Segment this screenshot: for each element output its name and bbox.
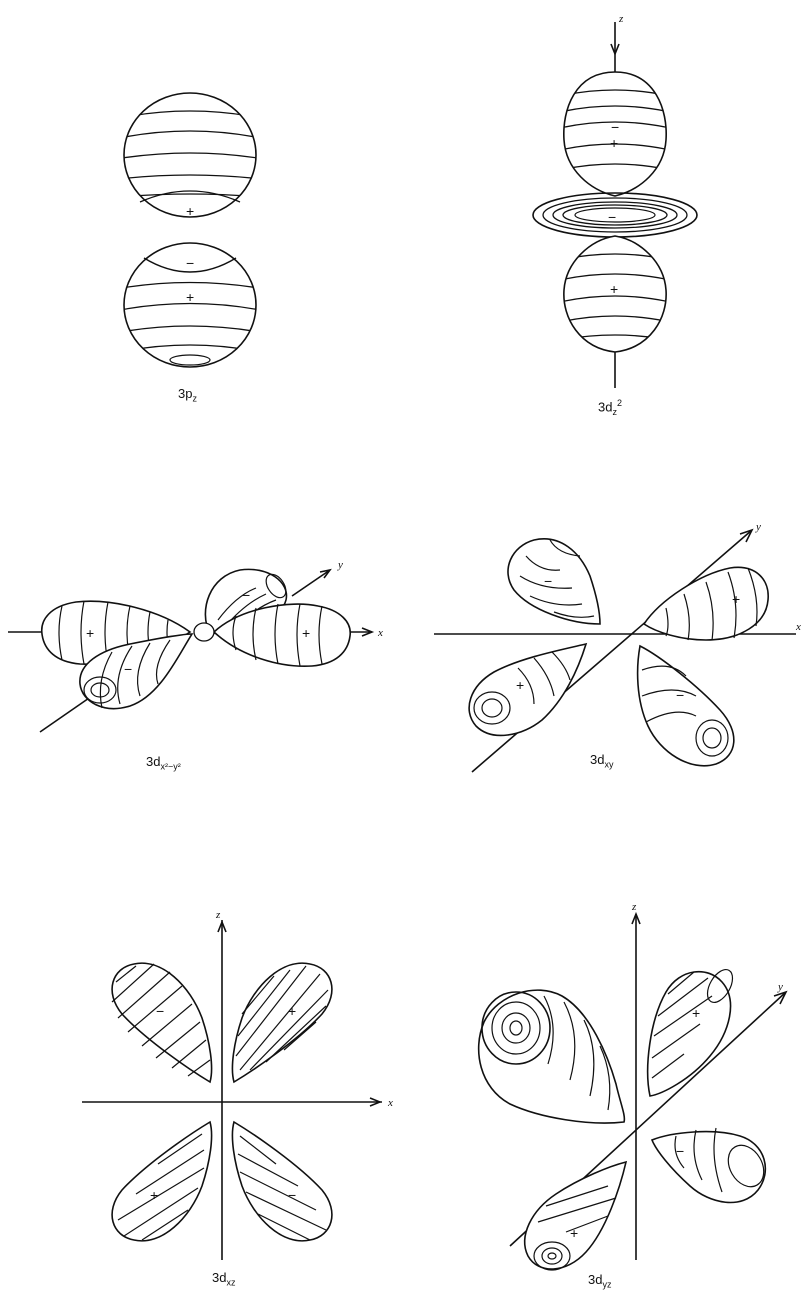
3dyz-large-lobe <box>479 990 625 1123</box>
sign-minus: − <box>611 119 619 135</box>
sign-plus: + <box>570 1225 578 1241</box>
caption-3dx2y2: 3dx²−y² <box>146 754 181 772</box>
axis-label-x: x <box>387 1097 393 1109</box>
orbital-3dx2y2: y x + + − − 3dx²−y² <box>0 500 400 800</box>
axis-label-x: x <box>795 621 801 633</box>
3dyz-lower-left-lobe <box>525 1162 626 1270</box>
sign-plus: + <box>288 1003 296 1019</box>
sign-minus: − <box>288 1187 296 1203</box>
sign-minus: − <box>242 587 250 603</box>
sign-minus: − <box>186 255 194 271</box>
sign-plus: + <box>516 677 524 693</box>
orbital-3dxz-drawing: z x − + + − <box>70 910 400 1294</box>
sign-minus: − <box>608 209 616 225</box>
axis-label-x: x <box>377 627 383 639</box>
sign-plus: + <box>302 625 310 641</box>
sign-minus: − <box>156 1003 164 1019</box>
sign-plus: + <box>692 1005 700 1021</box>
sign-plus: + <box>150 1187 158 1203</box>
sign-plus: + <box>186 203 194 219</box>
sign-plus: + <box>610 135 618 151</box>
sign-plus: + <box>732 591 740 607</box>
sign-plus: + <box>186 289 194 305</box>
caption-3dyz: 3dyz <box>588 1272 611 1290</box>
axis-label-y: y <box>777 981 783 993</box>
3dxz-upper-left-lobe <box>112 963 212 1082</box>
caption-3dxy: 3dxy <box>590 752 613 770</box>
3dxz-lower-left-lobe <box>112 1122 211 1241</box>
orbital-3dxy-drawing: y x − + + − <box>430 500 802 800</box>
3dxz-upper-right-lobe <box>232 963 331 1082</box>
sign-plus: + <box>610 281 618 297</box>
caption-3dz2: 3dz2 <box>598 398 622 417</box>
orbital-3dxz: z x − + + − 3dxz <box>70 910 400 1294</box>
3dxy-upper-left-lobe <box>508 539 600 624</box>
orbital-3dx2y2-drawing: y x + + − − <box>0 500 400 800</box>
3dyz-upper-right-lobe <box>648 965 738 1096</box>
orbital-3dyz-drawing: z y + − + <box>440 900 802 1294</box>
sign-minus: − <box>676 1143 684 1159</box>
orbital-3pz-drawing: + − + <box>100 90 290 390</box>
sign-minus: − <box>676 687 684 703</box>
3dxz-lower-right-lobe <box>232 1122 331 1241</box>
sign-plus: + <box>86 625 94 641</box>
axis-label-y: y <box>755 521 761 533</box>
3dyz-lower-right-lobe <box>652 1128 771 1202</box>
3dxy-lower-left-lobe <box>469 644 586 735</box>
3dxy-upper-right-lobe <box>644 567 768 640</box>
sign-minus: − <box>124 661 132 677</box>
orbital-3dz2: z − + − + 3dz2 <box>520 0 720 400</box>
3dxy-lower-right-lobe <box>638 646 734 766</box>
axis-label-z: z <box>631 901 637 913</box>
orbital-3dxy: y x − + + − 3dxy <box>430 500 802 800</box>
orbital-3dz2-drawing: z − + − + <box>520 0 720 400</box>
caption-3dxz: 3dxz <box>212 1270 235 1288</box>
3dx2y2-right-lobe <box>214 604 350 666</box>
caption-3pz: 3pz <box>178 386 197 404</box>
axis-label-z: z <box>618 13 624 25</box>
axis-label-z: z <box>215 909 221 921</box>
sign-minus: − <box>544 573 552 589</box>
axis-label-y: y <box>337 559 343 571</box>
orbital-3dyz: z y + − + 3dyz <box>440 900 802 1294</box>
y-axis <box>40 696 92 732</box>
orbital-3pz: + − + 3pz <box>100 90 290 390</box>
